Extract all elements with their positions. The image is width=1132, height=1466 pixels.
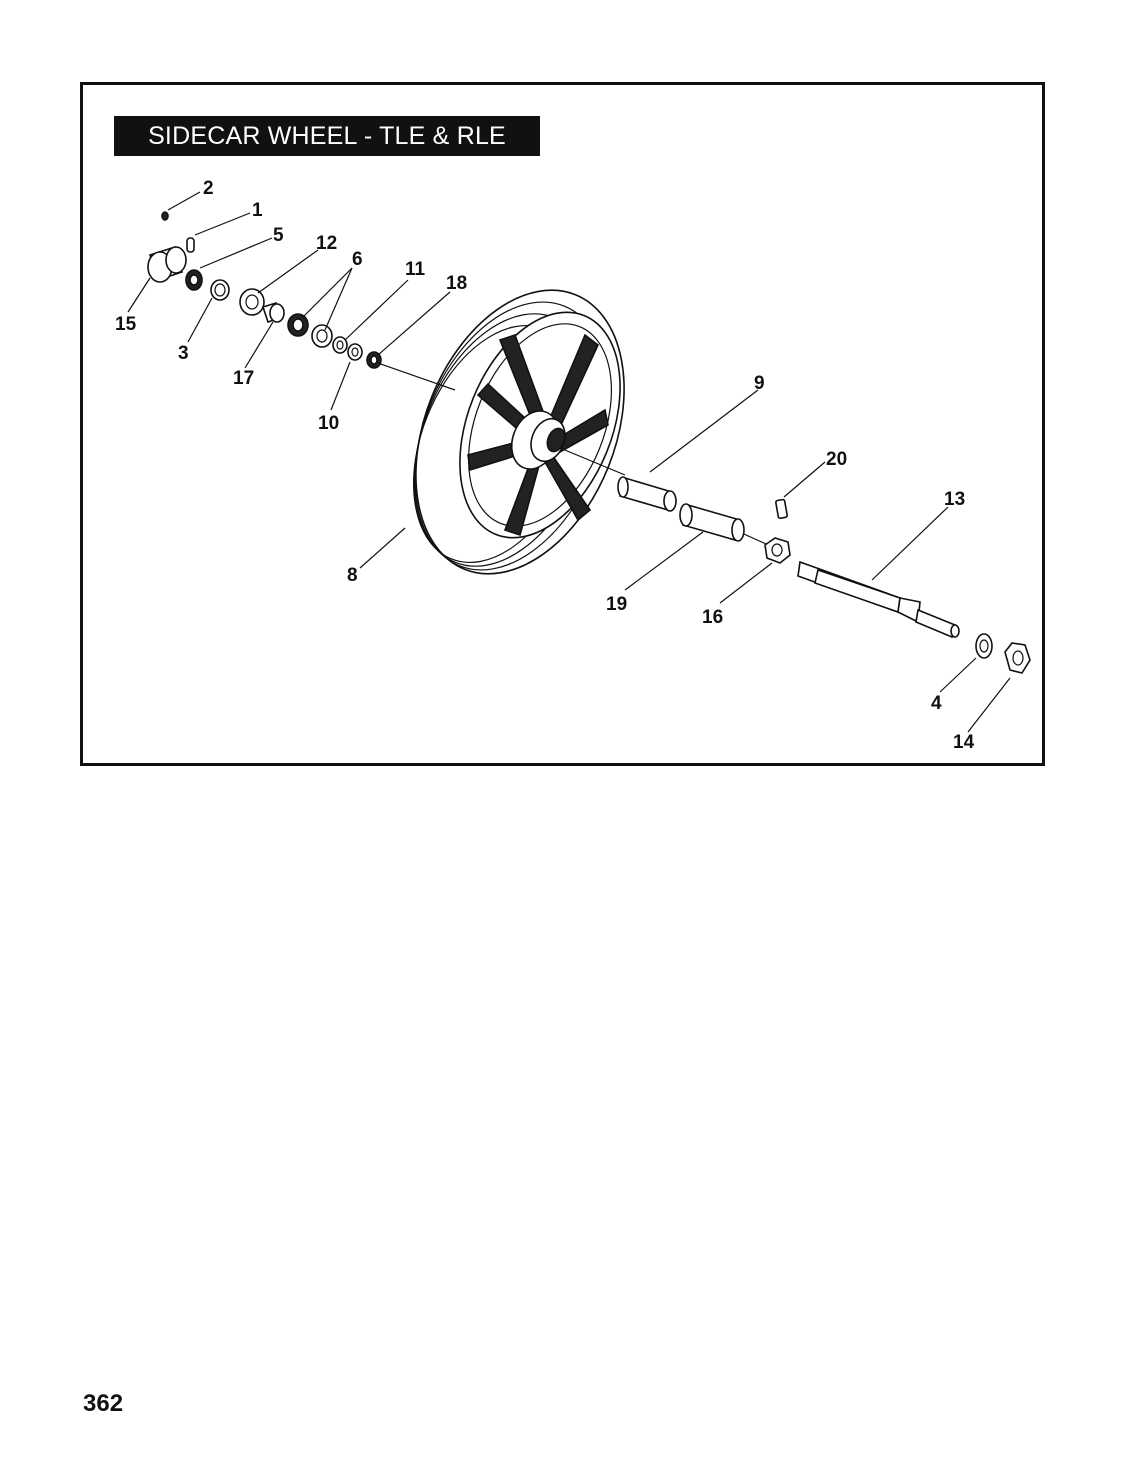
callout-15: 15 [115, 314, 137, 335]
callout-11: 11 [405, 259, 426, 280]
callout-4: 4 [931, 693, 942, 714]
callout-16: 16 [702, 607, 723, 628]
callout-2: 2 [203, 178, 214, 199]
wheel-hub [510, 410, 566, 470]
leader-lines [127, 191, 1011, 733]
page-number: 362 [83, 1390, 124, 1417]
callout-labels: 2 1 5 12 6 11 18 15 3 17 10 9 20 13 8 19… [115, 178, 975, 753]
callout-9: 9 [754, 373, 765, 394]
callout-17: 17 [233, 368, 254, 389]
callout-8: 8 [347, 565, 358, 586]
axis-line-left [374, 361, 456, 391]
callout-19: 19 [606, 594, 627, 615]
callout-1: 1 [252, 200, 263, 221]
callout-14: 14 [953, 732, 975, 753]
callout-18: 18 [446, 273, 467, 294]
diagram-title: SIDECAR WHEEL - TLE & RLE [114, 116, 540, 156]
callout-13: 13 [944, 489, 965, 510]
callout-20: 20 [826, 449, 847, 470]
left-parts [147, 211, 382, 369]
callout-12: 12 [316, 233, 337, 254]
right-parts [617, 476, 1031, 674]
callout-6: 6 [352, 249, 363, 270]
callout-5: 5 [273, 225, 284, 246]
callout-10: 10 [318, 413, 339, 434]
callout-3: 3 [178, 343, 189, 364]
wheel-spokes [467, 333, 609, 537]
axis-line-right [559, 447, 626, 476]
